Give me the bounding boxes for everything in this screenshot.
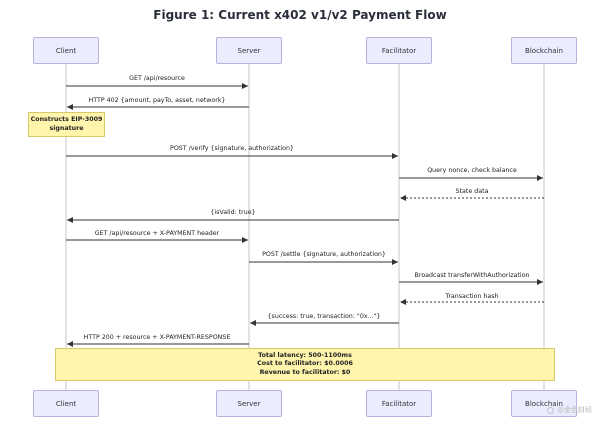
- summary-cost: Cost to facilitator: $0.0006: [257, 360, 353, 368]
- watermark-icon: [547, 406, 554, 414]
- actor-blockchain-bottom: Blockchain: [511, 390, 577, 417]
- message-label: GET /api/resource + X-PAYMENT header: [94, 230, 220, 237]
- actor-server-top: Server: [216, 37, 282, 64]
- message-label: {success: true, transaction: "0x..."}: [267, 313, 381, 320]
- actor-blockchain-top: Blockchain: [511, 37, 577, 64]
- note-construct-signature: Constructs EIP-3009 signature: [28, 112, 105, 137]
- actor-server-bottom: Server: [216, 390, 282, 417]
- message-label: Query nonce, check balance: [427, 167, 517, 174]
- diagram-title: Figure 1: Current x402 v1/v2 Payment Flo…: [153, 8, 447, 22]
- watermark-text: @金色财经: [557, 406, 592, 414]
- note-summary: Total latency: 500-1100ms Cost to facili…: [55, 348, 555, 381]
- summary-latency: Total latency: 500-1100ms: [258, 351, 352, 359]
- watermark: @金色财经: [547, 405, 592, 415]
- actor-client-bottom: Client: [33, 390, 99, 417]
- message-label: Transaction hash: [445, 293, 499, 300]
- note-line: signature: [49, 124, 84, 132]
- message-label: POST /verify {signature, authorization}: [170, 145, 294, 152]
- message-label: Broadcast transferWithAuthorization: [414, 272, 530, 279]
- summary-revenue: Revenue to facilitator: $0: [259, 368, 351, 376]
- message-label: HTTP 402 {amount, payTo, asset, network}: [88, 97, 226, 104]
- actor-facilitator-bottom: Facilitator: [366, 390, 432, 417]
- actor-client-top: Client: [33, 37, 99, 64]
- message-label: {isValid: true}: [210, 209, 256, 216]
- message-label: POST /settle {signature, authorization}: [262, 251, 386, 258]
- actor-facilitator-top: Facilitator: [366, 37, 432, 64]
- message-label: State data: [455, 188, 489, 195]
- message-label: HTTP 200 + resource + X-PAYMENT-RESPONSE: [83, 334, 231, 341]
- note-line: Constructs EIP-3009: [30, 116, 103, 123]
- message-label: GET /api/resource: [129, 75, 185, 82]
